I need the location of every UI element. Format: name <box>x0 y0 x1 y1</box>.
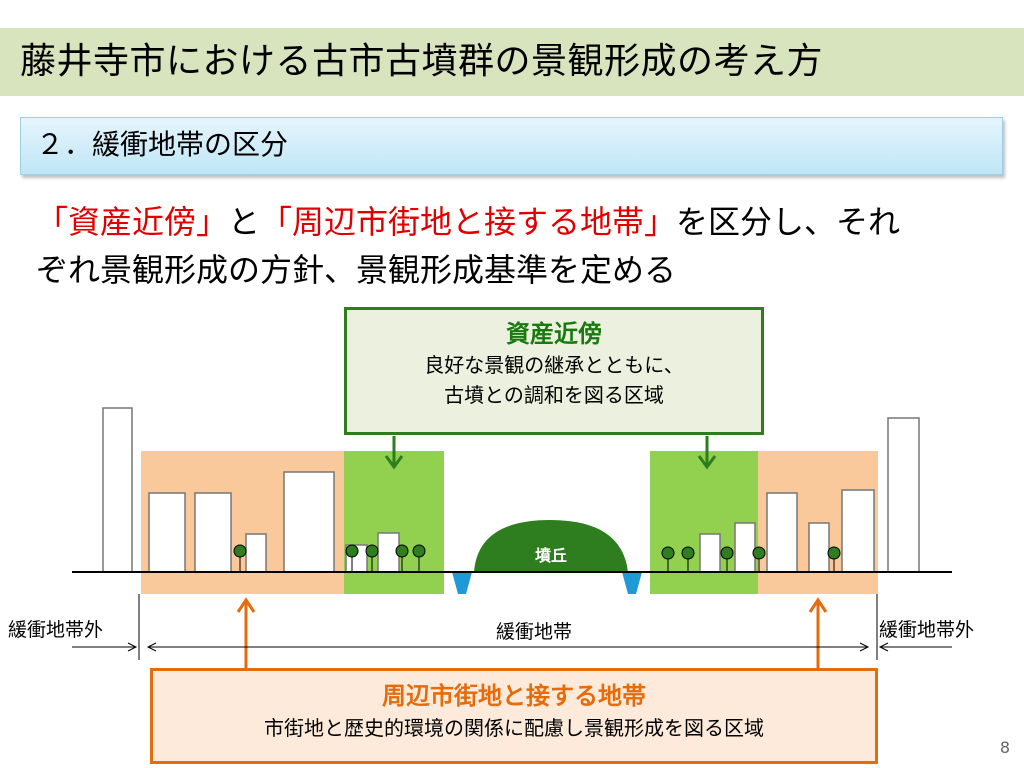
near-asset-heading: 資産近傍 <box>506 320 602 348</box>
lead-text: 「資産近傍」と「周辺市街地と接する地帯」を区分し、それ ぞれ景観形成の方針、景観… <box>36 198 996 294</box>
tree <box>661 546 675 560</box>
lead-line-1: 「資産近傍」と「周辺市街地と接する地帯」を区分し、それ <box>36 198 996 246</box>
tree <box>345 544 359 558</box>
tree <box>827 546 841 560</box>
orange-arrows <box>236 597 828 668</box>
moat-left <box>452 572 472 594</box>
lead-conjunction: と <box>228 203 261 241</box>
urban-zone-heading: 周辺市街地と接する地帯 <box>382 682 646 710</box>
page-title: 藤井寺市における古市古墳群の景観形成の考え方 <box>20 41 824 82</box>
tree <box>395 544 409 558</box>
building <box>766 492 798 573</box>
outside-buffer-right-label: 緩衝地帯外 <box>879 619 975 641</box>
building <box>734 522 756 573</box>
page-number: 8 <box>999 738 1010 757</box>
lead-rest: を区分し、それ <box>676 203 901 241</box>
section-header-box <box>20 117 1003 175</box>
tree <box>412 544 426 558</box>
building <box>245 533 267 573</box>
burial-mound <box>474 520 628 572</box>
tall-building-right <box>887 417 920 573</box>
title-bar <box>0 28 1024 96</box>
outside-buffer-left-label: 緩衝地帯外 <box>8 619 104 641</box>
lead-term-near-asset: 「資産近傍」 <box>36 203 229 241</box>
building <box>841 489 875 573</box>
building <box>194 492 232 573</box>
lead-line-2: ぞれ景観形成の方針、景観形成基準を定める <box>36 251 677 289</box>
tree <box>681 546 695 560</box>
tree <box>720 546 734 560</box>
mound-label: 墳丘 <box>535 546 567 565</box>
near-asset-callout: 資産近傍 良好な景観の継承とともに、 古墳との調和を図る区域 <box>344 307 764 435</box>
building <box>148 492 186 573</box>
near-asset-desc-1: 良好な景観の継承とともに、 <box>424 353 684 377</box>
section-heading: ２．緩衝地帯の区分 <box>36 128 289 161</box>
tree <box>365 544 379 558</box>
buffer-zone-label: 緩衝地帯 <box>496 621 573 643</box>
trees <box>233 544 841 572</box>
urban-zone-callout: 周辺市街地と接する地帯 市街地と歴史的環境の関係に配慮し景観形成を図る区域 <box>150 668 878 764</box>
building <box>699 533 721 573</box>
near-asset-desc-2: 古墳との調和を図る区域 <box>444 383 664 407</box>
lead-term-urban-zone: 「周辺市街地と接する地帯」 <box>260 203 677 241</box>
urban-zone-desc: 市街地と歴史的環境の関係に配慮し景観形成を図る区域 <box>264 716 764 740</box>
moat-right <box>622 572 642 594</box>
tree <box>752 546 766 560</box>
tall-building-left <box>102 407 133 573</box>
buffer-extent-markers <box>72 594 952 660</box>
building <box>808 522 830 573</box>
green-arrows <box>384 436 717 470</box>
building <box>283 471 335 573</box>
tree <box>233 544 247 558</box>
